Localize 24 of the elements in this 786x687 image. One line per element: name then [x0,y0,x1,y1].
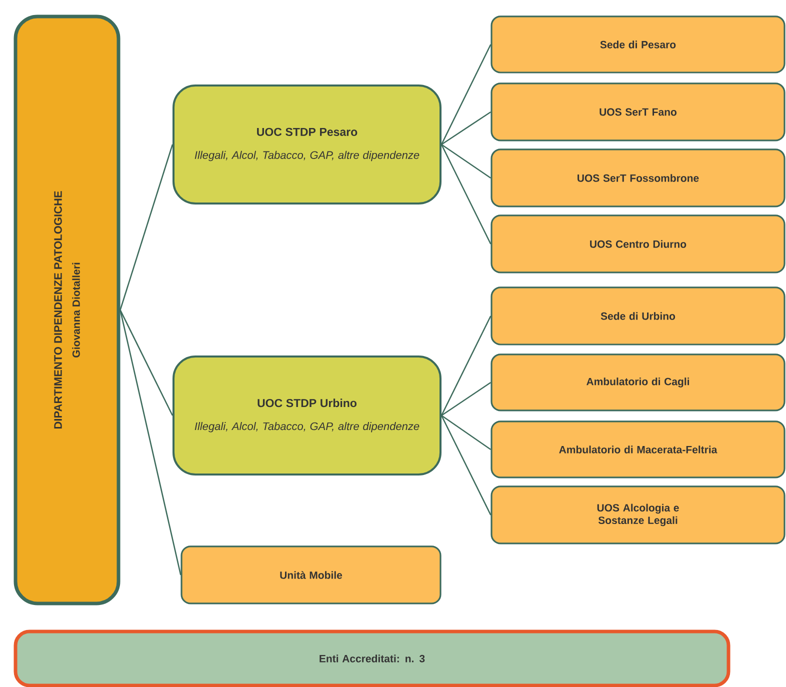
unit-box: Sede di Pesaro [490,16,786,74]
unit-box: Ambulatorio di Cagli [490,354,786,412]
connector-line [120,144,174,310]
unit-box: UOC STDP Urbino Illegali, Alcol, Tabacco, GAP, altre dipendenze [172,355,442,476]
connector-line [120,310,182,576]
connector-line [120,310,174,416]
connector-line [441,382,492,416]
department-box: DIPARTIMENTO DIPENDENZE PATOLOGICHE Giovanna Diotalleri [14,14,120,606]
unit-box: Ambulatorio di Macerata-Feltria [490,420,786,478]
connector-line [440,415,492,516]
unit-box: UOS SerT Fano [490,82,786,142]
unit-box: UOC STDP Pesaro Illegali, Alcol, Tabacco, GAP, altre dipendenze [172,84,442,204]
unit-box: UOS Alcologia e Sostanze Legali [490,486,786,544]
unit-box: UOS SerT Fossombrone [490,148,786,208]
connector-line [440,44,492,145]
connector-line [441,144,492,179]
connector-line [440,316,492,416]
note-box: Enti Accreditati: n. 3 [14,630,730,687]
connector-line [441,111,492,146]
unit-box: UOS Centro Diurno [490,214,786,274]
unit-box: Unità Mobile [180,546,442,604]
unit-box: Sede di Urbino [490,286,786,346]
connector-line [440,144,492,244]
connector-line [441,414,492,450]
